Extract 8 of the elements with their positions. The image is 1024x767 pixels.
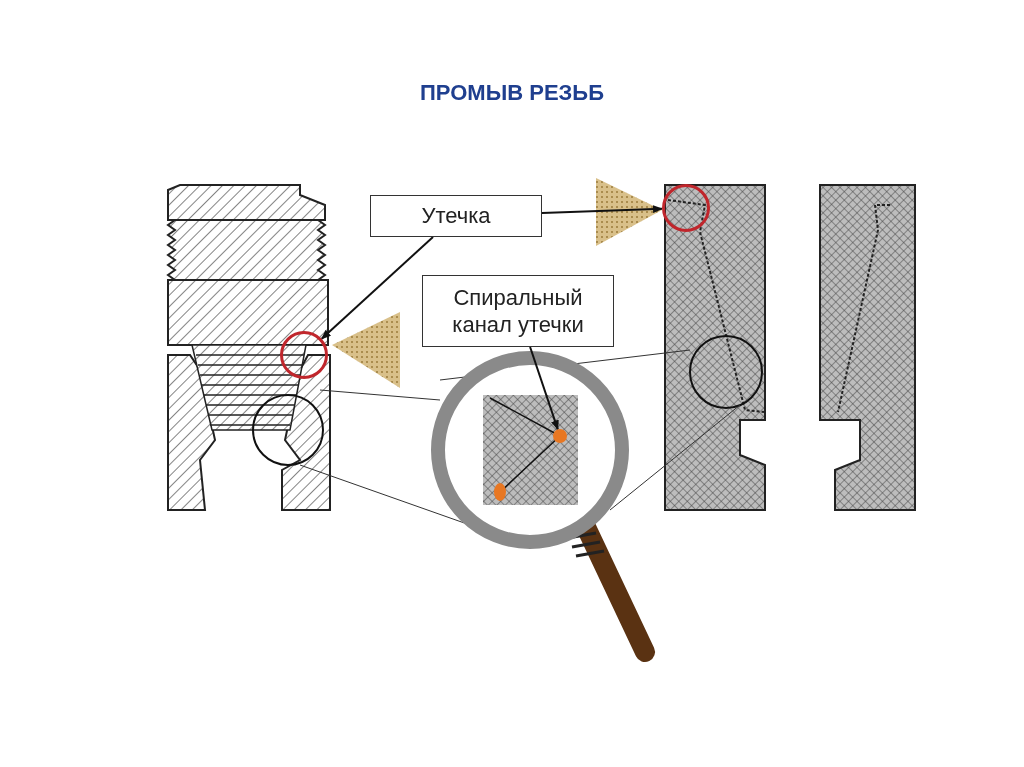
- callout-box: Утечка: [370, 195, 542, 237]
- leader-arrow: [541, 205, 663, 214]
- leak-point-marker: [280, 331, 328, 379]
- leader-arrow: [529, 346, 559, 431]
- callout-box: Спиральный канал утечки: [422, 275, 614, 347]
- title: ПРОМЫВ РЕЗЬБ: [420, 80, 604, 105]
- leader-arrow: [320, 236, 434, 340]
- leak-point-marker: [662, 184, 710, 232]
